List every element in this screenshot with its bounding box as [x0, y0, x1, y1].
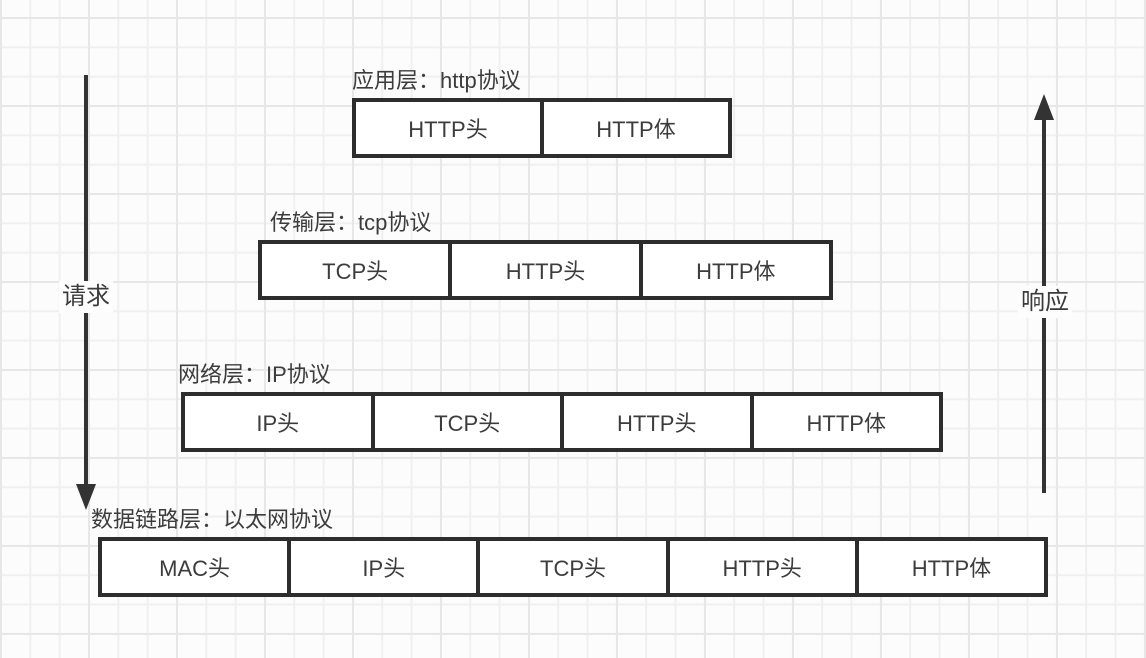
layer-datalink: 数据链路层：以太网协议 MAC头 IP头 TCP头 HTTP头 HTTP体	[91, 504, 1048, 597]
packet-segment: MAC头	[159, 556, 231, 581]
layer-network: 网络层：IP协议 IP头 TCP头 HTTP头 HTTP体	[178, 359, 943, 452]
layer-datalink-title: 数据链路层：以太网协议	[91, 507, 334, 532]
packet-segment: HTTP体	[854, 541, 1044, 593]
packet-segment: TCP头	[322, 259, 389, 284]
layer-application: 应用层：http协议 HTTP头 HTTP体	[352, 65, 732, 158]
response-arrow-up-icon	[1034, 94, 1054, 120]
packet-segment: TCP头	[476, 541, 665, 593]
request-arrow-down-icon	[76, 484, 96, 510]
layer-network-box: IP头 TCP头 HTTP头 HTTP体	[181, 392, 943, 452]
layer-transport-title: 传输层：tcp协议	[270, 210, 432, 235]
layer-transport: 传输层：tcp协议 TCP头 HTTP头 HTTP体	[258, 207, 833, 300]
packet-segment: HTTP头	[448, 244, 638, 296]
packet-segment: HTTP头	[408, 117, 488, 142]
layer-datalink-box: MAC头 IP头 TCP头 HTTP头 HTTP体	[98, 537, 1048, 597]
request-label: 请求	[59, 281, 113, 313]
packet-segment: HTTP体	[749, 396, 940, 448]
packet-segment: IP头	[256, 411, 300, 436]
packet-segment: HTTP体	[540, 102, 728, 154]
layer-application-title: 应用层：http协议	[352, 68, 521, 93]
packet-segment: TCP头	[370, 396, 561, 448]
response-label: 响应	[1018, 286, 1072, 318]
packet-segment: HTTP头	[665, 541, 855, 593]
layer-transport-box: TCP头 HTTP头 HTTP体	[258, 240, 833, 300]
layer-network-title: 网络层：IP协议	[178, 362, 331, 387]
packet-segment: HTTP体	[638, 244, 829, 296]
packet-segment: HTTP头	[560, 396, 750, 448]
layer-application-box: HTTP头 HTTP体	[352, 98, 732, 158]
packet-segment: IP头	[287, 541, 476, 593]
